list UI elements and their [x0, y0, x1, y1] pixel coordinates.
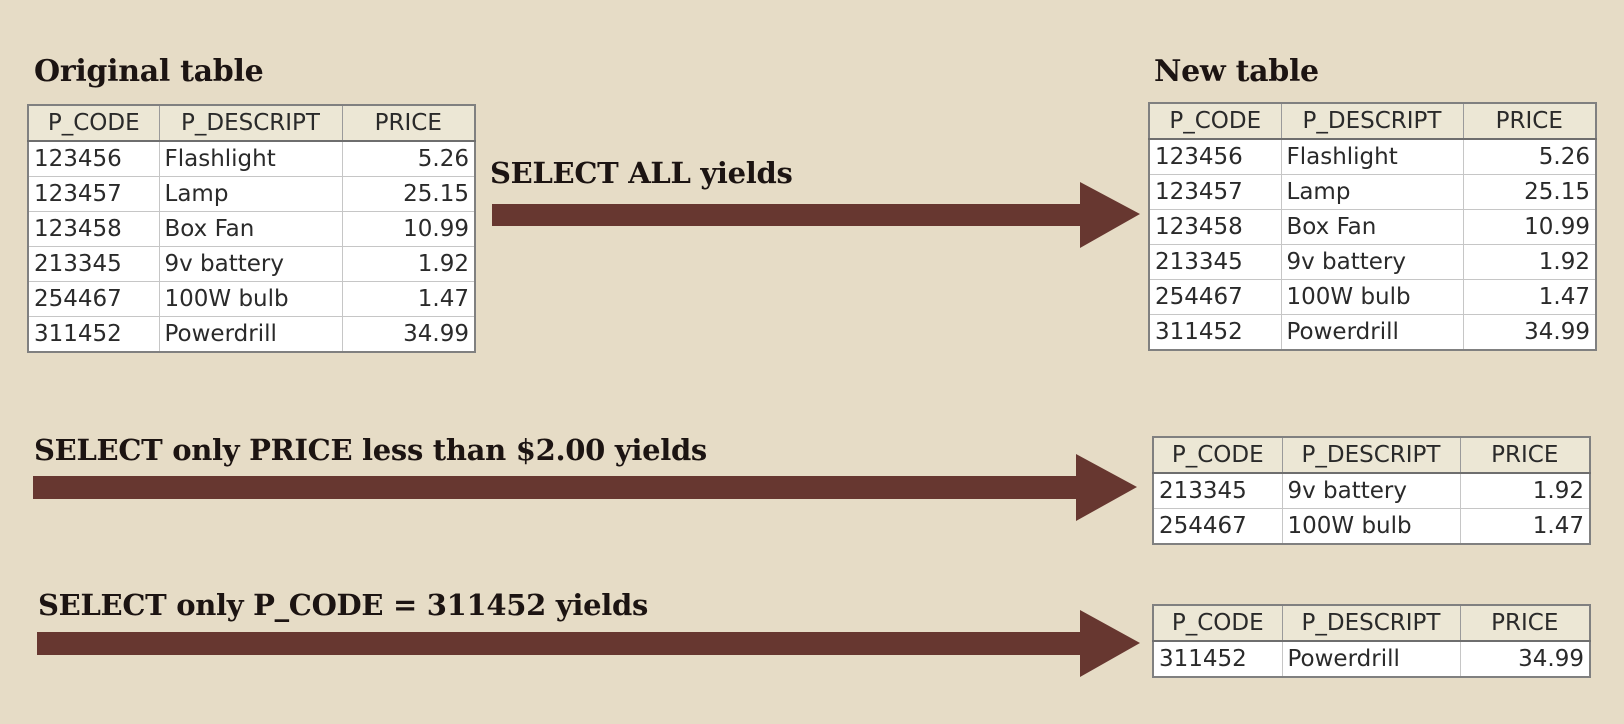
select-price-label: SELECT only PRICE less than $2.00 yields [34, 433, 707, 467]
cell-code: 254467 [27, 281, 160, 317]
cell-descript: 100W bulb [158, 281, 343, 317]
column-header-price: PRICE [1459, 604, 1591, 642]
cell-code: 213345 [27, 246, 160, 282]
original-table-heading: Original table [34, 54, 264, 89]
column-header-price: PRICE [1462, 102, 1597, 140]
column-header-code: P_CODE [1148, 102, 1282, 140]
column-header-descript: P_DESCRIPT [158, 104, 343, 142]
cell-descript: Flashlight [158, 140, 343, 177]
cell-price: 1.47 [1459, 508, 1591, 545]
cell-code: 123456 [27, 140, 160, 177]
cell-code: 311452 [27, 316, 160, 353]
column-header-code: P_CODE [27, 104, 160, 142]
cell-price: 34.99 [1459, 640, 1591, 678]
column-header-price: PRICE [341, 104, 476, 142]
cell-price: 1.47 [341, 281, 476, 317]
cell-code: 123458 [1148, 209, 1282, 245]
cell-price: 25.15 [341, 176, 476, 212]
cell-price: 5.26 [341, 140, 476, 177]
cell-descript: Lamp [1280, 174, 1464, 210]
cell-descript: Box Fan [1280, 209, 1464, 245]
cell-code: 213345 [1152, 472, 1283, 509]
select-all-arrow-shape [492, 182, 1140, 248]
cell-descript: 100W bulb [1280, 279, 1464, 315]
select-code-label: SELECT only P_CODE = 311452 yields [38, 588, 648, 622]
cell-descript: 9v battery [158, 246, 343, 282]
cell-code: 254467 [1148, 279, 1282, 315]
cell-descript: Powerdrill [158, 316, 343, 353]
cell-code: 123457 [27, 176, 160, 212]
new-table-heading: New table [1154, 54, 1319, 89]
cell-price: 1.92 [1459, 472, 1591, 509]
cell-code: 311452 [1148, 314, 1282, 351]
cell-price: 5.26 [1462, 138, 1597, 175]
column-header-code: P_CODE [1152, 436, 1283, 474]
cell-price: 25.15 [1462, 174, 1597, 210]
cell-descript: Powerdrill [1280, 314, 1464, 351]
cell-code: 311452 [1152, 640, 1283, 678]
cell-descript: Powerdrill [1281, 640, 1461, 678]
column-header-descript: P_DESCRIPT [1281, 604, 1461, 642]
cell-price: 10.99 [341, 211, 476, 247]
cell-code: 123457 [1148, 174, 1282, 210]
column-header-code: P_CODE [1152, 604, 1283, 642]
cell-descript: Box Fan [158, 211, 343, 247]
cell-descript: 100W bulb [1281, 508, 1461, 545]
cell-descript: 9v battery [1281, 472, 1461, 509]
cell-price: 10.99 [1462, 209, 1597, 245]
select-all-label: SELECT ALL yields [490, 156, 793, 190]
cell-code: 213345 [1148, 244, 1282, 280]
cell-price: 1.47 [1462, 279, 1597, 315]
cell-price: 1.92 [341, 246, 476, 282]
cell-price: 1.92 [1462, 244, 1597, 280]
column-header-descript: P_DESCRIPT [1280, 102, 1464, 140]
cell-price: 34.99 [1462, 314, 1597, 351]
column-header-price: PRICE [1459, 436, 1591, 474]
column-header-descript: P_DESCRIPT [1281, 436, 1461, 474]
cell-descript: Flashlight [1280, 138, 1464, 175]
cell-code: 254467 [1152, 508, 1283, 545]
cell-descript: 9v battery [1280, 244, 1464, 280]
cell-price: 34.99 [341, 316, 476, 353]
cell-descript: Lamp [158, 176, 343, 212]
cell-code: 123456 [1148, 138, 1282, 175]
cell-code: 123458 [27, 211, 160, 247]
